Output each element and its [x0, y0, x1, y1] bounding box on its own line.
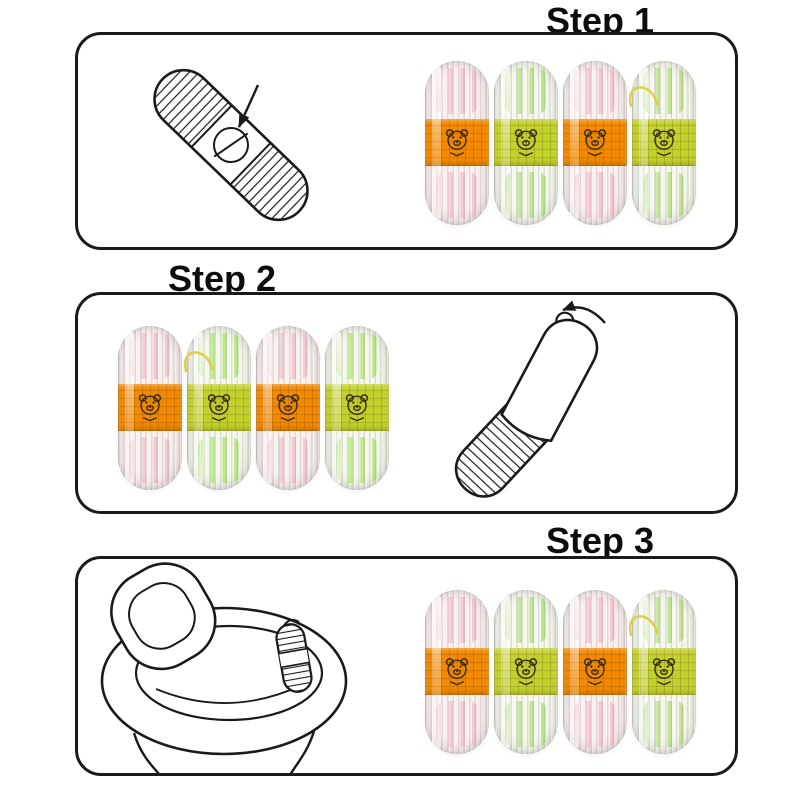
capsule-sheen — [501, 595, 510, 749]
capsule-body — [256, 326, 320, 490]
refill-sticks-bottom — [505, 701, 547, 747]
capsule-body — [425, 61, 489, 225]
refill-sticks-top — [436, 597, 478, 643]
capsule-body — [118, 326, 182, 490]
capsule-sheen — [432, 595, 441, 749]
step-1-products — [425, 61, 696, 225]
refill-sticks-top — [574, 597, 616, 643]
product-capsule — [628, 590, 696, 754]
product-capsule — [256, 326, 320, 490]
refill-sticks-bottom — [267, 437, 309, 483]
capsule-twist-diagram-icon — [445, 300, 606, 508]
step-2-products — [118, 326, 389, 490]
refill-sticks-bottom — [643, 172, 685, 218]
refill-sticks-top — [267, 333, 309, 379]
refill-sticks-top — [505, 68, 547, 114]
refill-sticks-top — [336, 333, 378, 379]
refill-sticks-bottom — [574, 172, 616, 218]
hanging-string — [183, 351, 214, 373]
capsule-sheen — [194, 331, 203, 485]
bear-doodle-icon — [345, 393, 369, 421]
step-2-panel — [75, 292, 738, 514]
capsule-body — [425, 590, 489, 754]
product-capsule — [494, 61, 558, 225]
pointer-arrow-icon — [237, 84, 260, 128]
bear-doodle-icon — [652, 128, 676, 156]
capsule-sheen — [639, 595, 648, 749]
refill-sticks-bottom — [574, 701, 616, 747]
bear-doodle-icon — [652, 657, 676, 685]
refill-sticks-bottom — [643, 701, 685, 747]
bear-doodle-icon — [276, 393, 300, 421]
bear-doodle-icon — [514, 657, 538, 685]
toilet-pedestal-right — [289, 730, 316, 773]
bear-doodle-icon — [445, 128, 469, 156]
capsule-open-diagram-icon — [142, 58, 320, 232]
product-capsule — [628, 61, 696, 225]
capsule-sheen — [639, 66, 648, 220]
refill-sticks-bottom — [436, 172, 478, 218]
product-capsule — [118, 326, 182, 490]
bear-doodle-icon — [514, 128, 538, 156]
capsule-body — [632, 590, 696, 754]
capsule-body — [325, 326, 389, 490]
toilet-hang-diagram-icon — [100, 562, 348, 773]
capsule-sheen — [263, 331, 272, 485]
capsule-sheen — [501, 66, 510, 220]
hanging-string — [628, 615, 659, 637]
product-capsule — [494, 590, 558, 754]
capsule-body — [494, 61, 558, 225]
rotate-arrow-icon — [562, 300, 606, 324]
step-3-products — [425, 590, 696, 754]
refill-sticks-bottom — [436, 701, 478, 747]
capsule-sheen — [125, 331, 134, 485]
capsule-sheen — [570, 595, 579, 749]
refill-sticks-top — [505, 597, 547, 643]
refill-sticks-bottom — [505, 172, 547, 218]
step-1-panel — [75, 32, 738, 250]
refill-sticks-bottom — [336, 437, 378, 483]
product-capsule — [563, 590, 627, 754]
capsule-sheen — [432, 66, 441, 220]
toilet-pedestal-left — [132, 732, 160, 773]
product-capsule — [563, 61, 627, 225]
step-3-panel — [75, 556, 738, 776]
product-capsule — [425, 61, 489, 225]
bear-doodle-icon — [583, 657, 607, 685]
toilet-water-line — [155, 684, 303, 704]
refill-sticks-bottom — [198, 437, 240, 483]
product-capsule — [425, 590, 489, 754]
product-capsule — [325, 326, 389, 490]
refill-sticks-top — [129, 333, 171, 379]
bear-doodle-icon — [138, 393, 162, 421]
hanging-capsule — [274, 618, 314, 694]
hanging-string — [628, 86, 659, 108]
step-3-label: Step 3 — [546, 520, 655, 561]
capsule-top-half — [500, 311, 599, 443]
toilet-open-lid — [110, 562, 217, 671]
bear-doodle-icon — [583, 128, 607, 156]
capsule-body — [563, 61, 627, 225]
bear-doodle-icon — [445, 657, 469, 685]
capsule-body — [494, 590, 558, 754]
refill-sticks-top — [436, 68, 478, 114]
refill-sticks-bottom — [129, 437, 171, 483]
product-capsule — [183, 326, 251, 490]
capsule-sheen — [332, 331, 341, 485]
bear-doodle-icon — [207, 393, 231, 421]
capsule-body — [563, 590, 627, 754]
capsule-line-drawing — [142, 58, 320, 232]
refill-sticks-top — [574, 68, 616, 114]
capsule-sheen — [570, 66, 579, 220]
